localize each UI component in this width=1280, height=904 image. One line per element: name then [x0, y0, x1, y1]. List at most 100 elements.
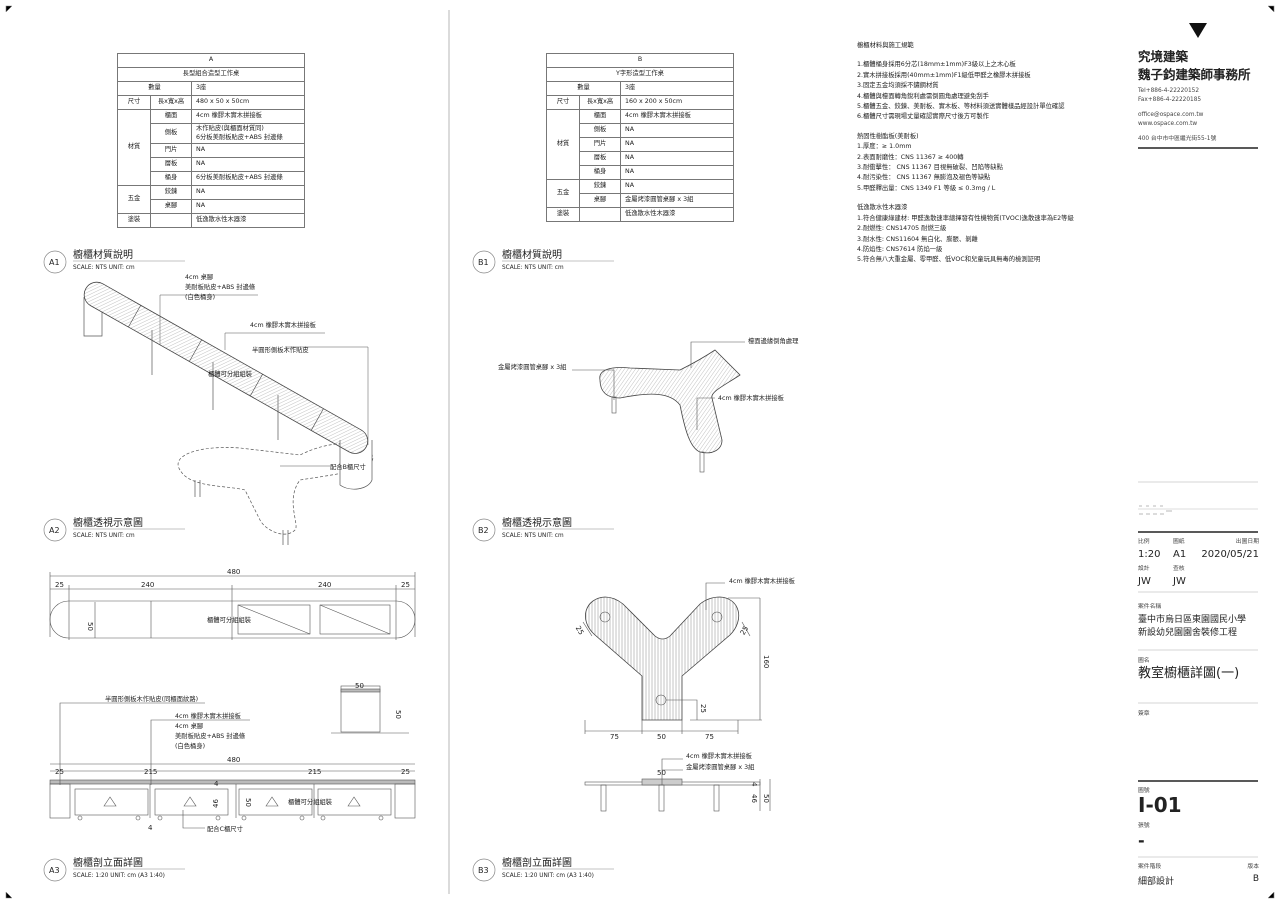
note-line: 3.耐水性: CNS11604 無白化、膨脹、剝離	[857, 235, 978, 243]
note-line: 2.表面耐磨性：CNS 11367 ≥ 400轉	[857, 153, 964, 161]
dim-4-top: 4	[214, 780, 219, 788]
material-item: 門片	[150, 143, 192, 158]
label-code: B2	[478, 526, 489, 535]
dim-46: 46	[212, 799, 220, 808]
drawing-no-label: 圖號	[1138, 788, 1150, 794]
dim-50: 50	[244, 798, 252, 807]
note-line: 4.櫃體與檯面轉角銳利處需倒圓角處理避免刮手	[857, 92, 989, 100]
label-title: 櫥櫃剖立面詳圖	[502, 856, 572, 869]
check-value: JW	[1173, 576, 1186, 587]
design-label: 設計	[1138, 566, 1150, 572]
a2-perspective-drawing: 4cm 桌腳 美耐板貼皮+ABS 封邊條 (白色桶身) 4cm 橡膠木實木拼接板…	[83, 272, 374, 545]
callout-top-board-elev: 4cm 橡膠木實木拼接板	[686, 751, 753, 760]
note-line: 5.符合無八大重金屬、零甲醛、低VOC和兒童玩具無毒的檢測証明	[857, 256, 1041, 264]
dim-215-right: 215	[308, 768, 321, 776]
firm-fax: Fax+886-4-22220185	[1138, 96, 1202, 103]
label-code: B3	[478, 866, 489, 875]
note-line: 5.甲醛釋出量：CNS 1349 F1 等級 ≤ 0.3mg / L	[857, 184, 996, 192]
sheet-no: -	[1138, 831, 1145, 850]
size-label: 尺寸	[117, 95, 151, 110]
material-item: 櫃面	[150, 109, 192, 124]
hardware-item: 桌腳	[150, 199, 192, 214]
note-line: 1.櫃體桶身採用6分芯(18mm±1mm)F3級以上之木心板	[857, 61, 1016, 69]
dim-4: 4	[750, 782, 758, 787]
callout-modular: 櫃體可分組組裝	[288, 797, 333, 806]
b2-perspective-drawing: 檯面邊緣倒角處理 金屬烤漆圓管桌腳 x 3組 4cm 橡膠木實木拼接板	[498, 336, 799, 473]
qty-value: 3座	[191, 81, 305, 96]
paper-value: A1	[1173, 549, 1187, 560]
dim-25-right: 25	[401, 768, 410, 776]
callout-legs-elev: 金屬烤漆圓管桌腳 x 3組	[686, 762, 755, 771]
label-a3: A3 櫥櫃剖立面詳圖 SCALE: 1:20 UNIT: cm (A3 1:40…	[43, 856, 185, 882]
size-sub: 長x寬x高	[579, 95, 621, 110]
size-label: 尺寸	[546, 95, 580, 110]
label-code: A2	[49, 526, 60, 535]
dim-240-right: 240	[318, 581, 331, 589]
callout-side-panel: 半圓形側板木作貼皮	[252, 345, 309, 354]
finish-label: 塗裝	[546, 207, 580, 222]
material-label: 材質	[546, 109, 580, 180]
b3-plan-drawing: 4cm 橡膠木實木拼接板 25 25 160 25 75 50 75	[574, 576, 796, 741]
callout-white-body: (白色桶身)	[175, 741, 205, 750]
firm-address: 400 台中市中區繼光街55-1號	[1138, 136, 1217, 142]
label-title: 櫥櫃材質說明	[502, 248, 562, 261]
specification-notes: 櫥櫃材料與施工規範 1.櫃體桶身採用6分芯(18mm±1mm)F3級以上之木心板…	[857, 41, 1074, 266]
callout-top-board: 4cm 橡膠木實木拼接板	[250, 320, 317, 329]
label-a1: A1 櫥櫃材質說明 SCALE: NTS UNIT: cm	[43, 248, 185, 274]
note-line: 2.實木拼接板採用(40mm±1mm)F1級低甲醛之橡膠木拼接板	[857, 71, 1031, 79]
hardware-value: NA	[191, 199, 305, 214]
material-label: 材質	[117, 109, 151, 186]
material-value: NA	[620, 151, 734, 166]
qty-label: 數量	[546, 81, 621, 96]
dim-25-left: 25	[55, 768, 64, 776]
material-value: 4cm 橡膠木實木拼接板	[191, 109, 305, 124]
label-scale: SCALE: 1:20 UNIT: cm (A3 1:40)	[73, 873, 165, 879]
note-line: 3.固定五金均須採不鏽鋼材質	[857, 82, 939, 90]
table-header: A	[117, 53, 305, 68]
dim-480: 480	[227, 756, 240, 764]
project-name-line1: 臺中市烏日區東園國民小學	[1138, 615, 1247, 625]
stamp-logo	[1138, 505, 1258, 515]
notes-heading: 熱固性樹酯板(美耐板)	[857, 132, 919, 140]
firm-website: www.ospace.com.tw	[1138, 120, 1198, 127]
dim-46: 46	[750, 794, 758, 803]
callout-top-board: 4cm 橡膠木實木拼接板	[175, 711, 242, 720]
note-line: 1.符合健康綠建材: 甲醛逸散速率總揮發有性機物質(TVOC)逸散速率為E2等級	[857, 214, 1074, 222]
callout-match-c: 配合C櫃尺寸	[207, 824, 243, 833]
material-item: 桶身	[150, 171, 192, 186]
project-name: 臺中市烏日區東園國民小學 新設幼兒園園舍裝修工程	[1138, 614, 1259, 640]
label-b2: B2 櫥櫃透視示意圖 SCALE: NTS UNIT: cm	[472, 516, 614, 542]
label-b1: B1 櫥櫃材質說明 SCALE: NTS UNIT: cm	[472, 248, 614, 274]
firm-name: 究境建築 魏子鈞建築師事務所	[1138, 48, 1259, 84]
side-dim-width: 50	[355, 682, 364, 690]
finish-value: 低逸散水性木器漆	[191, 213, 305, 228]
a-plan-dims: 480 25 240 240 25 50 櫃體可分組組裝	[55, 568, 410, 631]
hardware-value: NA	[620, 179, 734, 194]
drawing-no: I-01	[1138, 793, 1182, 817]
dim-240-left: 240	[141, 581, 154, 589]
material-value: NA	[191, 157, 305, 172]
size-value: 480 x 50 x 50cm	[191, 95, 305, 110]
material-value: NA	[620, 165, 734, 180]
phase-value: 細部設計	[1138, 877, 1175, 887]
material-value: NA	[620, 123, 734, 138]
hardware-item: 鉸鍊	[579, 179, 621, 194]
plan-label: 櫃體可分組組裝	[207, 615, 252, 624]
dim-75-left: 75	[610, 733, 619, 741]
dim-25-leg: 25	[699, 704, 707, 713]
a-plan-drawing	[49, 572, 416, 640]
title-block-rules	[1138, 23, 1258, 858]
note-line: 2.耐燃性: CNS14705 耐燃三級	[857, 225, 947, 233]
sheet-no-label: 張號	[1138, 823, 1150, 829]
label-a2: A2 櫥櫃透視示意圖 SCALE: NTS UNIT: cm	[43, 516, 185, 542]
hardware-label: 五金	[117, 185, 151, 214]
callout-laminate: 美耐板貼皮+ABS 封邊條	[185, 282, 256, 291]
dim-25-right: 25	[401, 581, 410, 589]
hardware-label: 五金	[546, 179, 580, 208]
finish-label: 塗裝	[117, 213, 151, 228]
material-item: 門片	[579, 137, 621, 152]
scale-label: 比例	[1138, 539, 1150, 545]
callout-laminate: 美耐板貼皮+ABS 封邊條	[175, 731, 246, 740]
notes-heading: 低逸散水性木器漆	[857, 204, 908, 212]
